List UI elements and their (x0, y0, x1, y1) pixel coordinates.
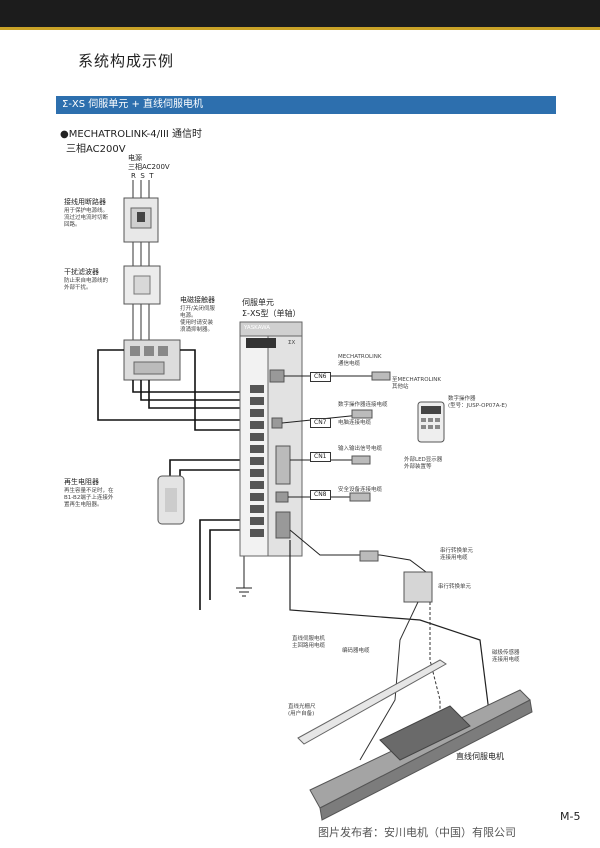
servo-unit-title: 伺服单元 (242, 298, 274, 307)
pc-cable-label: 电脑连接电缆 (338, 420, 372, 426)
power-title: 电源 (128, 154, 142, 162)
noise-filter-title: 干扰滤波器 (64, 268, 99, 276)
linear-scale-device (297, 659, 447, 745)
serial-cable-label: 串行转换单元 连接用电缆 (440, 548, 474, 561)
digital-operator-cable-label: 数字操作器连接电缆 (338, 402, 388, 408)
subheading-communication: ●MECHATROLINK-4/III 通信时 (60, 129, 203, 140)
ground-symbol (236, 556, 252, 597)
encoder-cable-label: 编码器电缆 (342, 648, 370, 654)
contactor-title: 电磁接触器 (180, 296, 215, 304)
servo-brand-label: YASKAWA (244, 325, 271, 331)
external-devices-label: 外部LED显示器 外部装置等 (404, 457, 443, 470)
terminal-block (250, 385, 264, 537)
top-banner (0, 0, 600, 30)
cn6-tag: CN6 (310, 372, 331, 382)
pole-sensor-cable-label: 磁极传感器 连接用电缆 (492, 650, 520, 663)
digital-operator-device (417, 401, 445, 443)
breaker-desc: 用于保护电源线。 流过过电流时切断 回路。 (64, 208, 109, 228)
main-circuit-cable-label: 直线伺服电机 主回路用电缆 (292, 636, 326, 649)
breaker-device (123, 197, 159, 243)
linear-scale-label: 直线光栅尺 (用户自备) (288, 704, 316, 717)
serial-converter-device (403, 571, 433, 603)
section-header: Σ-XS 伺服单元 + 直线伺服电机 (56, 96, 556, 114)
cn7-tag: CN7 (310, 418, 331, 428)
servo-unit-model: Σ-XS型（单轴） (242, 309, 301, 318)
subheading-power-spec: 三相AC200V (66, 144, 126, 155)
noise-filter-device (123, 265, 161, 305)
power-spec: 三相AC200V (128, 163, 170, 171)
cable-plugs (349, 371, 391, 562)
regen-resistor-title: 再生电阻器 (64, 478, 99, 486)
contactor-desc: 打开/关闭伺服 电源。 使用时请安装 浪涌抑制器。 (180, 306, 215, 333)
servo-logo: ΣX (288, 340, 296, 346)
encoder-cable-line (359, 601, 419, 761)
page-number: M-5 (560, 810, 581, 823)
banner-stripe (0, 27, 600, 30)
linear-motor-label: 直线伺服电机 (456, 752, 504, 761)
to-mechatrolink-label: 至MECHATROLINK 其他站 (392, 377, 441, 390)
servo-unit-body (239, 321, 303, 557)
regen-resistor-desc: 再生容量不足时，在 B1-B2端子上连接外 置再生电阻器。 (64, 488, 114, 508)
image-credit: 图片发布者：安川电机（中国）有限公司 (318, 826, 516, 839)
page-title: 系统构成示例 (78, 52, 175, 70)
io-cable-label: 输入输出信号电缆 (338, 446, 383, 452)
contactor-device (123, 339, 181, 381)
serial-unit-label: 串行转换单元 (438, 584, 472, 590)
mechatrolink-cable-label: MECHATROLINK 通信电缆 (338, 354, 382, 367)
power-phases: R S T (131, 172, 154, 180)
linear-motor-device (309, 689, 533, 821)
noise-filter-desc: 防止来自电源线的 外部干扰。 (64, 278, 109, 291)
cn1-tag: CN1 (310, 452, 331, 462)
safety-cable-label: 安全设备连接电缆 (338, 487, 383, 493)
power-wires (132, 180, 150, 340)
digital-operator-label: 数字操作器 (型号：JUSP-OP07A-E) (448, 396, 508, 409)
regen-resistor-device (157, 475, 185, 525)
cn8-tag: CN8 (310, 490, 331, 500)
breaker-title: 接线用断路器 (64, 198, 106, 206)
